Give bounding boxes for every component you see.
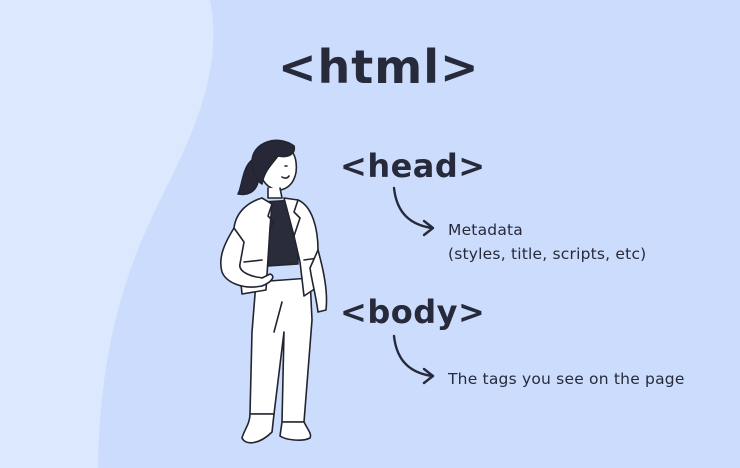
body-tag-label: <body> — [340, 293, 486, 331]
head-tag-label: <head> — [340, 147, 486, 185]
body-arrow-icon — [392, 334, 435, 385]
head-description: Metadata (styles, title, scripts, etc) — [448, 218, 646, 266]
head-arrow-icon — [392, 186, 435, 237]
head-description-line-2: (styles, title, scripts, etc) — [448, 245, 647, 263]
body-description: The tags you see on the page — [448, 367, 685, 391]
woman-illustration — [219, 139, 328, 444]
head-description-line-1: Metadata — [448, 221, 523, 239]
body-description-line-1: The tags you see on the page — [448, 370, 685, 388]
html-tag-title: <html> — [278, 40, 480, 94]
